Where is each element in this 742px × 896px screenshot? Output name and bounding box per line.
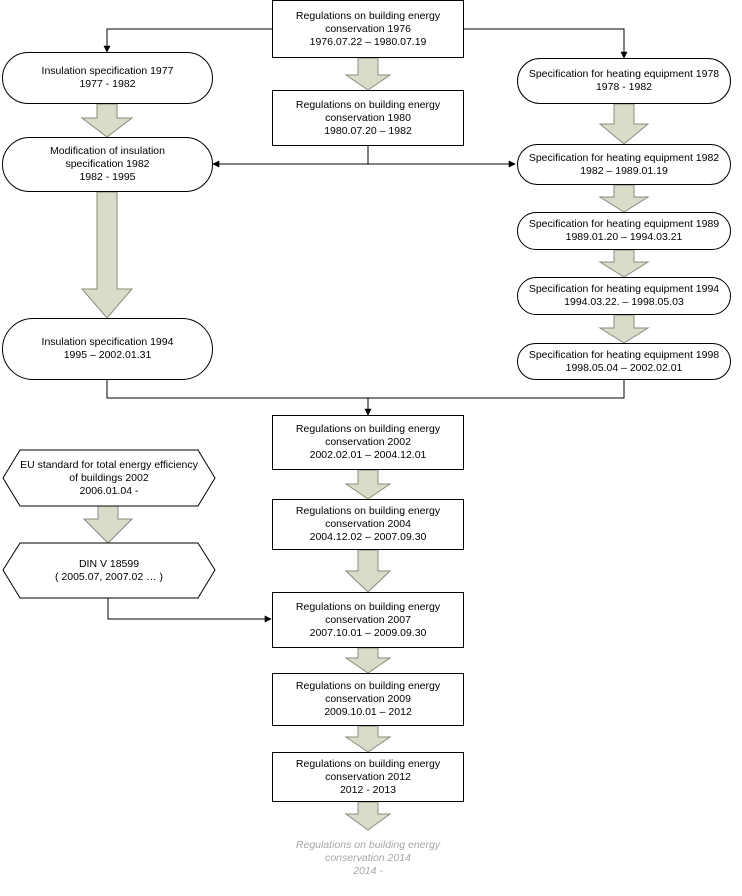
edge-heat1998-to-reg2002 xyxy=(368,380,625,399)
node-eu2002-line2: of buildings 2002 xyxy=(69,471,149,484)
node-reg1980-line2: conservation 1980 xyxy=(325,111,411,124)
node-ins1977: Insulation specification 1977 1977 - 198… xyxy=(2,52,213,104)
node-reg2007: Regulations on building energy conservat… xyxy=(272,592,464,648)
hexagon-eu2002-shape xyxy=(2,449,216,507)
node-heat1978: Specification for heating equipment 1978… xyxy=(517,58,731,104)
node-heat1982-line1: Specification for heating equipment 1982 xyxy=(528,151,720,164)
block-arrow-reg2009-reg2012 xyxy=(344,725,392,753)
block-arrow-eu2002-din xyxy=(82,505,134,544)
node-din: DIN V 18599 ( 2005.07, 2007.02 … ) xyxy=(3,543,215,598)
node-reg2004-line2: conservation 2004 xyxy=(325,518,411,530)
node-reg2014-line2: conservation 2014 xyxy=(325,851,411,864)
node-heat1994-line2: 1994.03.22. – 1998.05.03 xyxy=(564,296,684,308)
node-heat1989-line1: Specification for heating equipment 1989 xyxy=(528,218,720,230)
node-reg2009-line3: 2009.10.01 – 2012 xyxy=(324,706,412,718)
node-reg2009-line2: conservation 2009 xyxy=(325,693,411,705)
node-reg1980: Regulations on building energy conservat… xyxy=(272,90,464,146)
block-arrow-heat1982-heat1989 xyxy=(598,184,650,213)
node-ins1982-line1: Modification of insulation xyxy=(50,145,165,157)
edge-reg1976-to-heat1978 xyxy=(464,28,628,59)
node-reg1976-line3: 1976.07.22 – 1980.07.19 xyxy=(309,35,427,48)
node-heat1982: Specification for heating equipment 1982… xyxy=(517,144,731,185)
node-ins1977-line2: 1977 - 1982 xyxy=(79,78,136,90)
edge-din-to-reg2007 xyxy=(107,598,272,623)
edge-ins1994-to-reg2002 xyxy=(106,380,368,399)
node-heat1998-line2: 1998.05.04 – 2002.02.01 xyxy=(565,361,683,374)
node-heat1994: Specification for heating equipment 1994… xyxy=(517,277,731,315)
node-reg1976-line2: conservation 1976 xyxy=(325,22,411,35)
node-din-line2: ( 2005.07, 2007.02 … ) xyxy=(55,570,163,583)
node-reg1980-line1: Regulations on building energy xyxy=(295,98,441,111)
node-reg2002-line3: 2002.02.01 – 2004.12.01 xyxy=(309,449,427,461)
node-din-line1: DIN V 18599 xyxy=(78,557,140,570)
node-heat1978-line2: 1978 - 1982 xyxy=(595,81,653,93)
node-reg2004-line3: 2004.12.02 – 2007.09.30 xyxy=(309,531,427,543)
node-reg2007-line2: conservation 2007 xyxy=(325,613,411,626)
node-reg1976-line1: Regulations on building energy xyxy=(295,9,441,22)
node-ins1982-line3: 1982 - 1995 xyxy=(79,171,136,183)
node-ins1994-line1: Insulation specification 1994 xyxy=(41,336,174,348)
node-reg2002-line2: conservation 2002 xyxy=(325,436,411,448)
node-reg2012-line3: 2012 - 2013 xyxy=(339,783,397,796)
node-reg2004: Regulations on building energy conservat… xyxy=(272,499,464,550)
node-heat1978-line1: Specification for heating equipment 1978 xyxy=(528,68,720,80)
block-arrow-reg1976-reg1980 xyxy=(344,57,392,91)
node-eu2002-line1: EU standard for total energy efficiency xyxy=(20,458,198,471)
node-heat1994-line1: Specification for heating equipment 1994 xyxy=(528,283,720,295)
node-heat1982-line2: 1982 – 1989.01.19 xyxy=(580,164,668,177)
node-ins1982-line2: specification 1982 xyxy=(65,158,150,170)
node-heat1989: Specification for heating equipment 1989… xyxy=(517,212,731,250)
block-arrow-ins1977-ins1982 xyxy=(80,103,134,138)
block-arrow-heat1978-heat1982 xyxy=(598,103,650,145)
node-heat1998-line1: Specification for heating equipment 1998 xyxy=(528,348,720,361)
node-reg2012: Regulations on building energy conservat… xyxy=(272,752,464,802)
hexagon-din-shape xyxy=(2,542,216,599)
block-arrow-ins1982-ins1994 xyxy=(80,191,134,319)
node-reg2002-line1: Regulations on building energy xyxy=(295,423,441,435)
node-reg2009-line1: Regulations on building energy xyxy=(295,680,441,692)
node-reg2007-line1: Regulations on building energy xyxy=(295,600,441,613)
edge-reg1976-to-ins1977 xyxy=(103,28,272,53)
node-reg1980-line3: 1980.07.20 – 1982 xyxy=(324,124,412,137)
node-reg2004-line1: Regulations on building energy xyxy=(295,505,441,517)
node-ins1977-line1: Insulation specification 1977 xyxy=(41,65,174,77)
block-arrow-heat1994-heat1998 xyxy=(598,314,650,344)
node-reg2012-line1: Regulations on building energy xyxy=(295,757,441,770)
block-arrow-heat1989-heat1994 xyxy=(598,249,650,278)
node-heat1989-line2: 1989.01.20 – 1994.03.21 xyxy=(565,231,683,243)
block-arrow-reg2012-reg2014 xyxy=(344,801,392,831)
node-reg2007-line3: 2007.10.01 – 2009.09.30 xyxy=(309,626,427,639)
node-ins1994: Insulation specification 1994 1995 – 200… xyxy=(2,318,213,380)
node-reg2002: Regulations on building energy conservat… xyxy=(272,415,464,470)
node-heat1998: Specification for heating equipment 1998… xyxy=(517,343,731,380)
node-eu2002-line3: 2006.01.04 - xyxy=(79,484,139,497)
node-reg2014-line3: 2014 - xyxy=(353,864,383,877)
node-reg1976: Regulations on building energy conservat… xyxy=(272,0,464,58)
node-reg2012-line2: conservation 2012 xyxy=(325,770,411,783)
node-reg2009: Regulations on building energy conservat… xyxy=(272,673,464,726)
node-reg2014: Regulations on building energy conservat… xyxy=(272,832,464,884)
block-arrow-reg2004-reg2007 xyxy=(344,549,392,593)
block-arrow-reg2007-reg2009 xyxy=(344,647,392,674)
node-ins1982: Modification of insulation specification… xyxy=(2,137,213,192)
node-ins1994-line2: 1995 – 2002.01.31 xyxy=(63,349,152,361)
node-eu2002: EU standard for total energy efficiency … xyxy=(3,450,215,506)
block-arrow-reg2002-reg2004 xyxy=(344,469,392,500)
node-reg2014-line1: Regulations on building energy xyxy=(295,838,441,851)
